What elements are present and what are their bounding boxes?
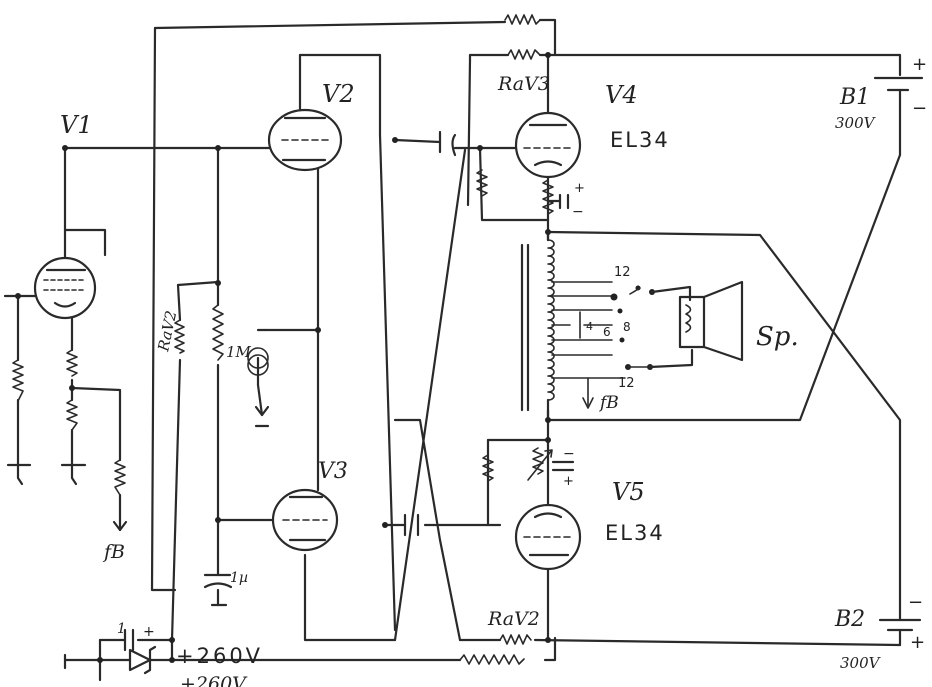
label-v2: V2	[322, 80, 355, 108]
label-fb-left: fB	[102, 541, 125, 563]
resistor-bottom-supply	[459, 654, 525, 665]
v4-cap-minus: −	[572, 204, 584, 220]
label-supply-260: +260V	[176, 644, 263, 668]
label-tap-8: 8	[623, 320, 631, 334]
b1-minus: −	[912, 98, 927, 119]
label-v3: V3	[318, 459, 348, 484]
tube-v3	[271, 488, 339, 552]
label-cap-1: 1	[117, 621, 126, 637]
junctions	[15, 52, 551, 663]
current-source	[247, 347, 269, 376]
tube-v1	[33, 256, 97, 320]
resistor-v4-cathode	[542, 179, 554, 215]
label-b1-voltage: 300V	[835, 114, 877, 132]
label-tap-12-bottom: 12	[618, 376, 635, 391]
resistor-v4-grid	[476, 169, 488, 197]
speaker	[678, 280, 744, 362]
label-tap-4: 4	[586, 320, 593, 333]
label-b2-voltage: 300V	[840, 654, 882, 672]
resistor-v1-grid	[12, 359, 24, 402]
label-rav3: RaV3	[497, 73, 550, 95]
v5-cap-plus: +	[563, 474, 574, 489]
label-cap-1u: 1µ	[230, 570, 248, 586]
resistor-rav2-left	[174, 319, 185, 354]
coupling-capacitor-v4	[438, 130, 457, 157]
battery-b1	[873, 76, 924, 112]
resistors	[12, 14, 554, 665]
b1-plus: +	[912, 54, 927, 75]
capacitor-1u	[203, 553, 233, 589]
zener-diode	[128, 645, 157, 675]
coupling-capacitor-v5	[403, 513, 420, 537]
grounds	[6, 405, 270, 670]
label-supply-260b: +260V	[180, 673, 248, 687]
v5-cap-minus: −	[563, 446, 575, 462]
label-v4: V4	[605, 81, 638, 109]
cathode-capacitor-v5	[551, 460, 575, 472]
b2-minus: −	[908, 592, 923, 613]
resistor-top	[504, 14, 541, 25]
resistor-1m	[212, 304, 224, 361]
selector-switch	[610, 285, 694, 370]
label-el34-bottom: EL34	[605, 521, 665, 545]
variable-resistor-arrow	[527, 449, 553, 481]
capacitor-supply	[123, 628, 135, 652]
tube-v4	[514, 111, 582, 179]
label-rav2-bottom: RaV2	[487, 608, 540, 630]
resistor-fb	[114, 459, 126, 496]
label-speaker: Sp.	[756, 322, 799, 352]
tube-v5	[514, 503, 582, 571]
resistor-v1-cathode	[66, 349, 78, 377]
resistor-rav3	[507, 49, 540, 60]
capacitors	[123, 130, 575, 652]
label-fb-mid: fB	[598, 393, 619, 413]
label-b1: B1	[839, 85, 870, 110]
label-1m: 1M	[226, 343, 252, 361]
resistor-v5-cathode	[532, 447, 544, 475]
resistor-v5-grid	[482, 454, 494, 482]
resistor-rav2-bottom	[499, 634, 532, 645]
resistor-v1-lower	[66, 399, 78, 431]
label-b2: B2	[834, 607, 865, 632]
battery-b2	[878, 618, 922, 632]
tube-v2	[267, 108, 343, 172]
label-el34-top: EL34	[610, 128, 670, 152]
output-transformer	[520, 233, 626, 422]
label-v5: V5	[612, 478, 645, 506]
b2-plus: +	[910, 632, 925, 653]
label-tap-12-top: 12	[614, 265, 631, 280]
v4-cap-plus: +	[574, 181, 585, 196]
label-tap-6: 6	[603, 325, 611, 339]
supply-cap-plus: +	[143, 624, 155, 640]
cathode-capacitor-v4	[546, 193, 570, 210]
label-v1: V1	[60, 111, 93, 139]
